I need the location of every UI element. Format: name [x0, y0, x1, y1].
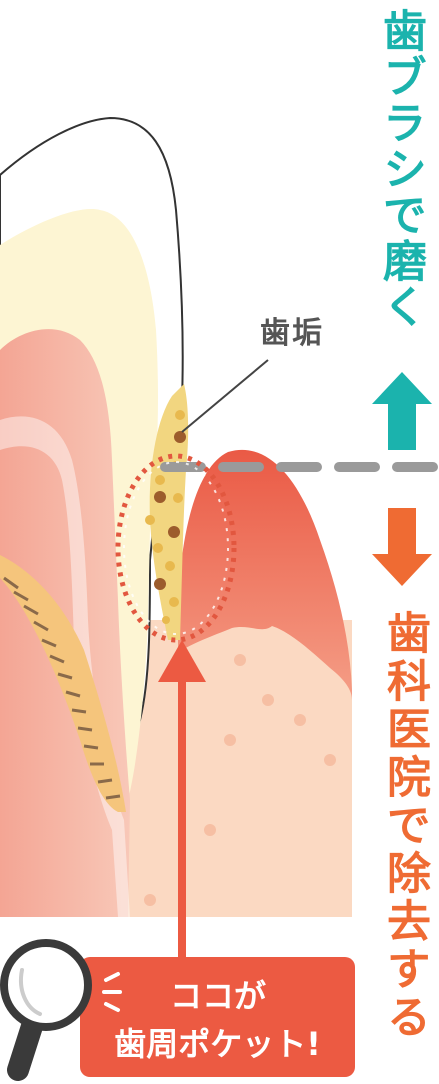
- plaque-label: 歯垢: [260, 308, 324, 352]
- magnifying-glass-icon: [4, 943, 88, 1070]
- brush-instruction-text: 歯ブラシで磨く: [375, 8, 425, 330]
- arrow-down-icon: [372, 508, 432, 586]
- gum-bone-overlay: [182, 626, 352, 917]
- clinic-removal-text: 歯科医院で除去する: [379, 610, 429, 1042]
- arrow-up-icon: [372, 372, 432, 450]
- pocket-callout: ココが 歯周ポケット!: [80, 957, 355, 1077]
- plaque-leader-line: [182, 360, 268, 432]
- callout-line1: ココが: [170, 971, 266, 1017]
- callout-line2: 歯周ポケット!: [80, 1019, 355, 1065]
